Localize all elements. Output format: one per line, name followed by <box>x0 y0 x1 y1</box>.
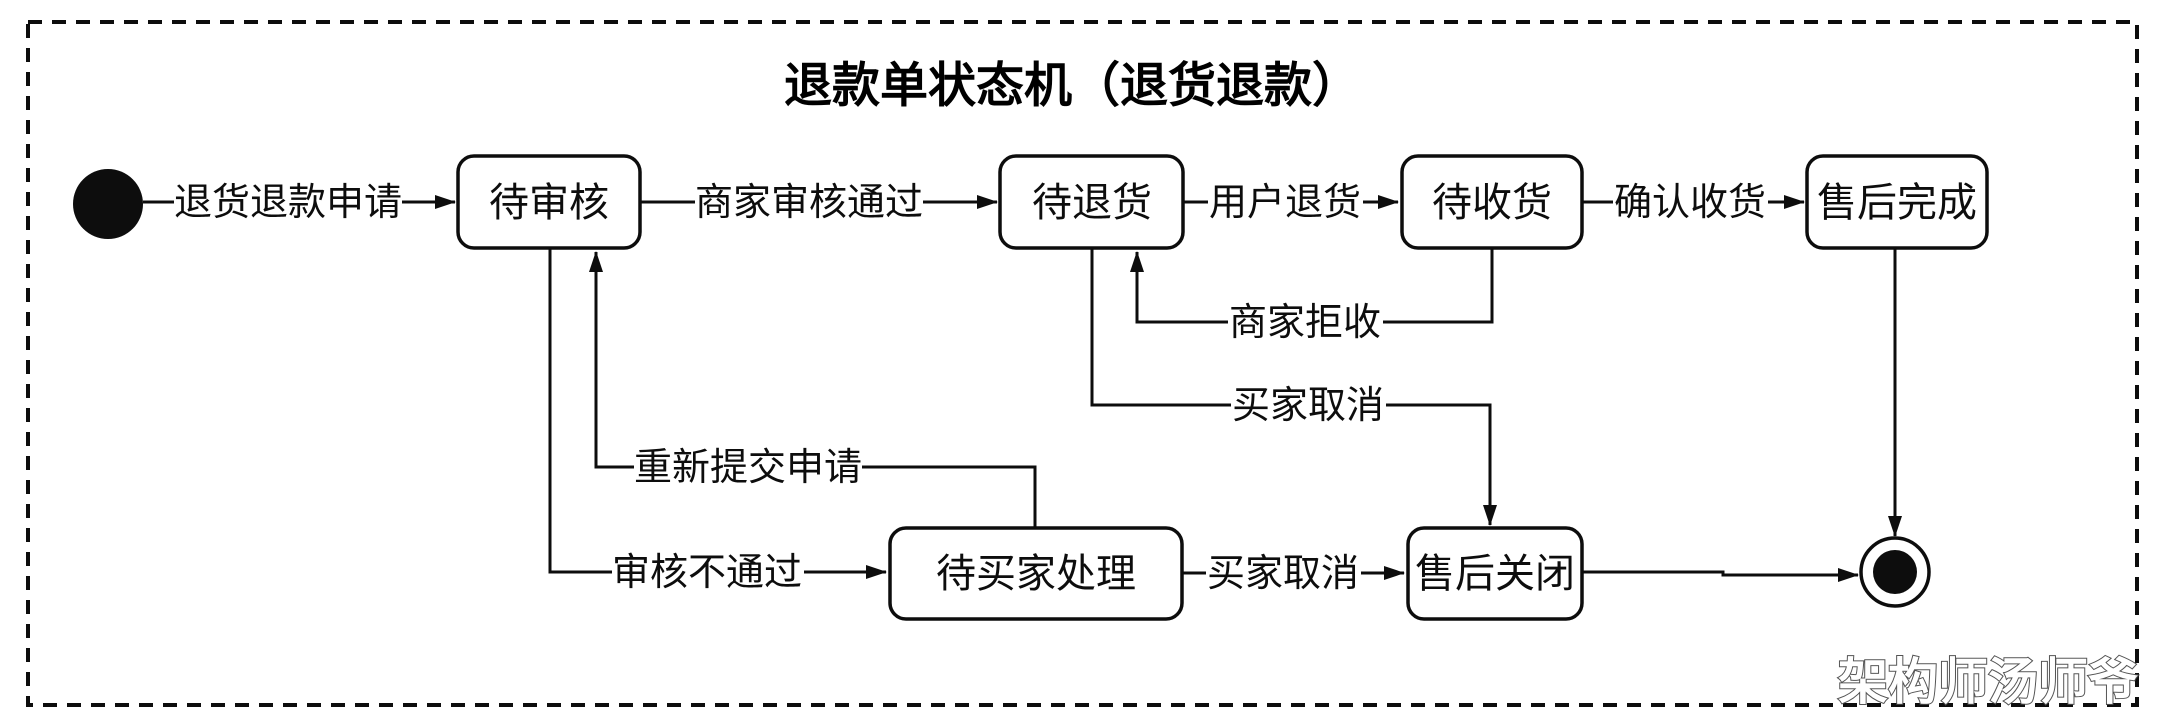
state-pending-receipt: 待收货 <box>1400 154 1584 250</box>
final-state-inner-dot <box>1873 550 1917 594</box>
state-label: 待退货 <box>1032 181 1152 225</box>
transition-label: 买家取消 <box>1207 553 1359 595</box>
state-label: 待买家处理 <box>936 552 1136 596</box>
transition-merchant-approve: 商家审核通过 <box>695 179 923 225</box>
state-pending-review: 待审核 <box>456 154 642 250</box>
transition-resubmit-apply: 重新提交申请 <box>634 444 862 490</box>
label-bg <box>612 549 804 595</box>
state-box <box>998 154 1185 250</box>
transition-review-rejected-line <box>548 248 887 579</box>
label-bg <box>695 179 923 225</box>
transition-closed-to-final-line <box>1582 568 1859 582</box>
final-state <box>1859 536 1931 608</box>
initial-state-dot <box>73 169 143 239</box>
transition-return-refund-apply: 退货退款申请 <box>174 179 402 225</box>
state-box <box>1406 526 1584 621</box>
label-bg <box>1206 550 1361 596</box>
diagram-dashed-border <box>26 20 2139 707</box>
transition-user-return: 用户退货 <box>1208 179 1363 225</box>
label-bg <box>1613 179 1768 225</box>
state-label: 售后完成 <box>1817 181 1977 225</box>
state-label: 售后关闭 <box>1415 552 1575 596</box>
state-box <box>456 154 642 250</box>
state-pending-return: 待退货 <box>998 154 1185 250</box>
transition-label: 退货退款申请 <box>174 182 402 224</box>
transition-review-rejected: 审核不通过 <box>612 549 804 595</box>
transition-merchant-reject: 商家拒收 <box>1228 299 1383 345</box>
label-bg <box>1228 299 1383 345</box>
transition-label: 用户退货 <box>1209 182 1361 224</box>
label-bg <box>174 179 402 225</box>
initial-state <box>73 169 143 239</box>
transition-label: 审核不通过 <box>612 552 802 594</box>
transition-label: 商家审核通过 <box>695 182 923 224</box>
watermark: 架构师汤师爷 <box>1838 654 2138 710</box>
state-box <box>1805 154 1989 250</box>
transition-label: 商家拒收 <box>1229 302 1381 344</box>
transition-buyer-cancel-from-return: 买家取消 <box>1231 382 1386 428</box>
transition-label: 重新提交申请 <box>634 447 862 489</box>
state-pending-buyer-action: 待买家处理 <box>888 526 1184 621</box>
state-aftersales-closed: 售后关闭 <box>1406 526 1584 621</box>
transition-label: 买家取消 <box>1232 385 1384 427</box>
label-bg <box>634 444 862 490</box>
transition-label: 确认收货 <box>1614 182 1766 224</box>
diagram-title: 退款单状态机（退货退款） <box>784 60 1360 113</box>
state-label: 待审核 <box>489 181 609 225</box>
state-box <box>888 526 1184 621</box>
transition-buyer-cancel-from-action: 买家取消 <box>1206 550 1361 596</box>
state-aftersales-complete: 售后完成 <box>1805 154 1989 250</box>
transition-confirm-receipt: 确认收货 <box>1613 179 1768 225</box>
label-bg <box>1208 179 1363 225</box>
state-label: 待收货 <box>1432 181 1552 225</box>
state-box <box>1400 154 1584 250</box>
label-bg <box>1231 382 1386 428</box>
